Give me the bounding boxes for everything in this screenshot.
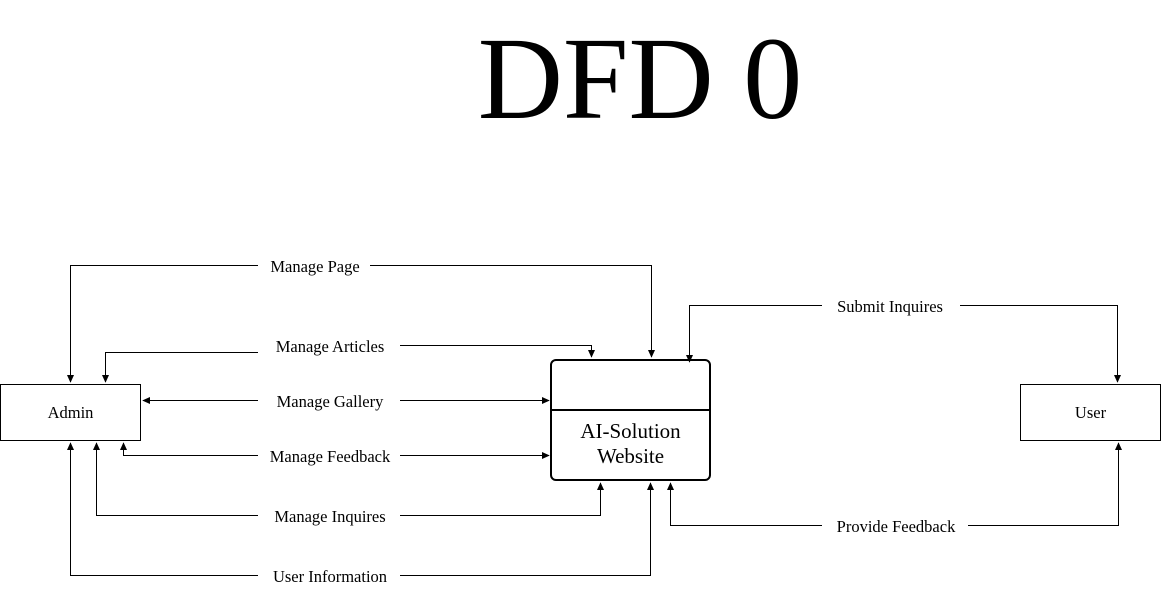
flow-label-manage-feedback: Manage Feedback	[270, 447, 391, 466]
process-label-line1: AI-Solution	[580, 419, 681, 443]
process-label-line2: Website	[597, 444, 664, 468]
flow-manage-feedback	[119, 442, 550, 460]
flow-label-manage-articles: Manage Articles	[276, 337, 385, 356]
admin-entity[interactable]: Admin	[0, 384, 141, 441]
flow-label-submit-inquires: Submit Inquires	[837, 297, 943, 316]
flow-manage-articles	[101, 345, 596, 383]
flow-manage-page	[66, 265, 656, 383]
flow-label-manage-page: Manage Page	[270, 257, 359, 276]
process-ai-solution-website[interactable]: AI-Solution Website	[550, 359, 711, 481]
flow-submit-inquires	[685, 305, 1122, 383]
flow-label-manage-inquires: Manage Inquires	[274, 507, 385, 526]
flow-label-user-information: User Information	[273, 567, 387, 586]
flow-label-manage-gallery: Manage Gallery	[277, 392, 384, 411]
flow-user-information	[66, 442, 655, 576]
user-entity-label: User	[1075, 403, 1107, 422]
flow-provide-feedback	[666, 442, 1123, 526]
diagram-title: DFD 0	[478, 13, 803, 144]
user-entity[interactable]: User	[1020, 384, 1161, 441]
flow-label-provide-feedback: Provide Feedback	[837, 517, 956, 536]
flow-manage-inquires	[92, 442, 605, 516]
admin-entity-label: Admin	[48, 403, 94, 422]
